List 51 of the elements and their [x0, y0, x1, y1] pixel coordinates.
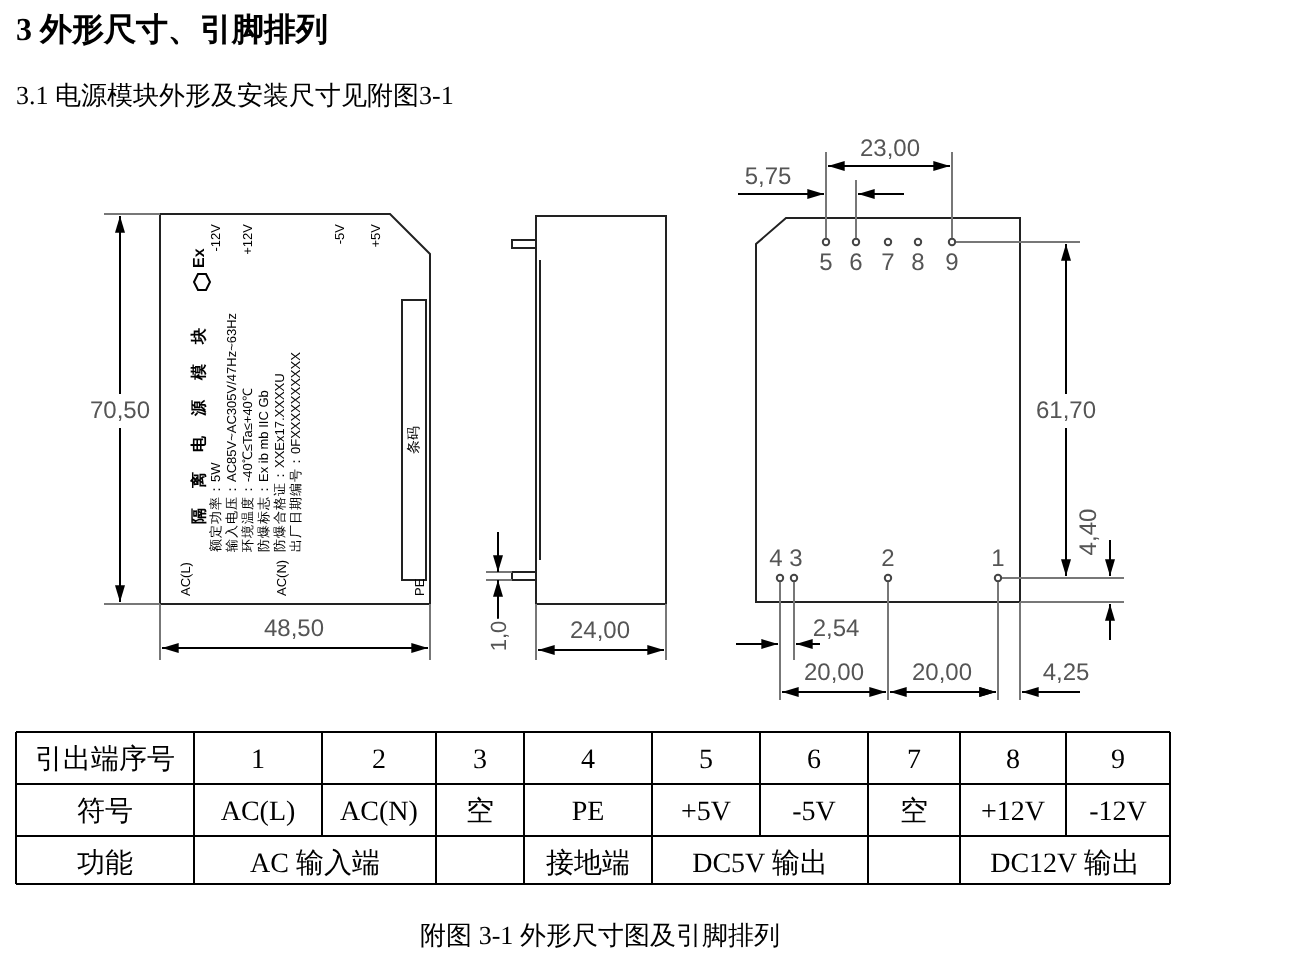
dimension-value: 61,70 — [1035, 396, 1097, 424]
table-cell: 接地端 — [546, 850, 630, 880]
dimension-value: 4,40 — [1074, 508, 1102, 556]
table-cell: -5V — [792, 798, 836, 828]
pin-number: 9 — [945, 248, 959, 276]
dimension-value: 23,00 — [859, 134, 921, 162]
row-header: 引出端序号 — [35, 746, 175, 776]
table-cell: AC(L) — [220, 798, 296, 828]
dimension-value: 70,50 — [89, 396, 151, 424]
table-cell: DC5V 输出 — [692, 850, 828, 880]
table-cell: +5V — [681, 798, 731, 828]
table-cell: 空 — [900, 798, 928, 828]
dimension-value: 4,25 — [1042, 658, 1090, 686]
pin-number: 6 — [849, 248, 863, 276]
table-cell: 5 — [699, 746, 713, 776]
table-cell: 3 — [473, 746, 487, 776]
subsection-text: 3.1 电源模块外形及安装尺寸见附图3-1 — [16, 80, 454, 110]
section-heading: 3 外形尺寸、引脚排列 — [16, 14, 328, 48]
pin-number: 3 — [789, 544, 803, 572]
table-cell: 2 — [372, 746, 386, 776]
table-cell: 7 — [907, 746, 921, 776]
product-label-heading: 隔离电源模块 — [190, 308, 208, 524]
pin-number: 4 — [769, 544, 783, 572]
pin-number: 8 — [911, 248, 925, 276]
pin-number: 5 — [819, 248, 833, 276]
dimension-value: 20,00 — [803, 658, 865, 686]
certification-mark: Ex — [190, 248, 208, 268]
table-cell: 9 — [1111, 746, 1125, 776]
dimension-value: 48,50 — [263, 614, 325, 642]
pin-number: 2 — [881, 544, 895, 572]
table-cell: 6 — [807, 746, 821, 776]
table-cell: 1 — [251, 746, 265, 776]
dimension-value: 1,0 — [488, 620, 512, 652]
pin-number: 7 — [881, 248, 895, 276]
table-cell: +12V — [981, 798, 1045, 828]
row-header: 符号 — [77, 798, 133, 828]
table-cell: -12V — [1089, 798, 1147, 828]
dimension-value: 20,00 — [911, 658, 973, 686]
table-cell: PE — [571, 798, 605, 828]
table-cell: DC12V 输出 — [990, 850, 1140, 880]
table-cell: AC 输入端 — [250, 850, 380, 880]
row-header: 功能 — [77, 850, 133, 880]
dimension-value: 24,00 — [569, 616, 631, 644]
dimension-value: 2,54 — [812, 614, 860, 642]
pin-number: 1 — [991, 544, 1005, 572]
figure-caption: 附图 3-1 外形尺寸图及引脚排列 — [420, 920, 780, 950]
dimension-value: 5,75 — [744, 162, 792, 190]
table-cell: AC(N) — [340, 798, 418, 828]
table-cell: 8 — [1006, 746, 1020, 776]
table-cell: 4 — [581, 746, 595, 776]
table-cell: 空 — [466, 798, 494, 828]
